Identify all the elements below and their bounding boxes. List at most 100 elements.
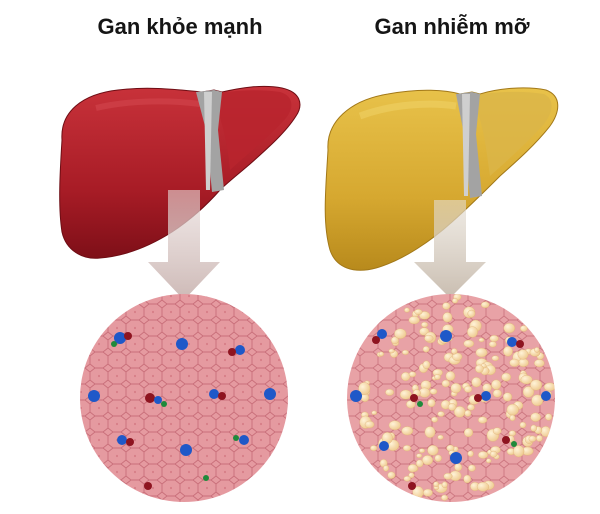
fat-droplet <box>434 374 441 380</box>
fat-droplet <box>467 403 475 411</box>
fat-droplet <box>394 328 407 339</box>
fat-droplet <box>463 474 472 484</box>
fat-droplet <box>419 448 426 454</box>
fat-droplet <box>519 421 527 429</box>
fat-droplet <box>414 308 423 315</box>
fat-droplet <box>441 494 449 501</box>
fat-droplet <box>437 434 444 440</box>
fat-droplet <box>450 383 462 394</box>
fat-droplet <box>544 413 553 421</box>
fat-droplet <box>503 323 516 334</box>
fat-droplet <box>489 450 498 458</box>
fat-droplet <box>488 341 497 348</box>
fat-droplet <box>404 307 410 313</box>
fat-droplet <box>454 463 463 472</box>
fat-droplet <box>478 337 485 343</box>
fat-droplet <box>427 444 439 456</box>
fat-droplet <box>431 416 438 423</box>
fat-droplet <box>445 371 456 381</box>
fat-droplet <box>399 389 412 400</box>
fatty-liver-label: Gan nhiễm mỡ <box>374 14 530 39</box>
fat-droplet <box>434 454 442 462</box>
fat-droplet <box>441 481 448 488</box>
fat-droplet <box>530 424 538 432</box>
healthy-liver-tissue <box>80 294 288 502</box>
fat-droplet <box>447 403 457 411</box>
fat-droplet <box>463 339 475 348</box>
fat-droplet <box>424 426 436 438</box>
fat-droplet <box>540 426 551 437</box>
fatty-liver-tissue <box>347 294 555 502</box>
fatty-liver <box>324 87 559 271</box>
fat-droplet <box>442 302 451 310</box>
fat-droplet <box>543 382 555 392</box>
fat-droplet <box>503 346 513 357</box>
fat-droplet <box>401 349 409 355</box>
fat-droplet <box>509 414 516 422</box>
fat-droplet <box>530 379 543 391</box>
fat-droplet <box>468 464 476 472</box>
fat-droplet <box>452 298 459 304</box>
fat-droplet <box>388 348 395 354</box>
fatty-arrow <box>414 200 486 298</box>
healthy-liver <box>59 85 301 259</box>
fat-droplet <box>422 455 434 466</box>
fat-droplet <box>491 355 499 362</box>
fat-droplet <box>427 398 436 408</box>
fat-droplet <box>402 445 412 452</box>
fat-droplet <box>534 359 545 368</box>
fatty-liver-ligament <box>456 92 482 198</box>
fat-droplet <box>442 312 453 323</box>
fat-droplet <box>509 358 520 367</box>
fat-droplet <box>464 385 473 393</box>
fat-droplet <box>421 321 429 328</box>
fat-droplet <box>467 309 476 318</box>
fat-droplet <box>480 301 490 309</box>
fat-droplet <box>378 351 385 357</box>
fat-droplet <box>486 458 492 464</box>
fat-droplet <box>520 375 533 385</box>
fat-droplet <box>482 383 492 393</box>
fat-droplet <box>406 400 416 409</box>
fat-droplet <box>492 389 502 398</box>
fat-droplet <box>422 360 431 369</box>
fat-droplet <box>531 394 544 407</box>
fat-droplet <box>383 465 390 472</box>
fat-droplet <box>502 392 513 402</box>
fat-droplet <box>471 377 482 388</box>
fat-droplet <box>467 326 478 338</box>
fat-droplet <box>415 459 424 468</box>
fat-droplet <box>463 428 474 438</box>
fat-droplet <box>520 325 528 332</box>
fat-droplet <box>408 371 417 378</box>
fat-droplet <box>491 379 502 390</box>
fat-droplet <box>408 316 420 325</box>
fatty-nuclei <box>350 329 551 490</box>
fat-droplet <box>534 347 540 353</box>
fat-droplet <box>530 412 541 422</box>
fat-droplet <box>433 481 439 488</box>
fat-droplet <box>370 445 378 451</box>
fat-droplet <box>506 403 519 416</box>
fat-droplet <box>478 451 489 459</box>
fat-droplet <box>513 445 525 458</box>
fat-droplet <box>536 434 543 442</box>
fat-droplet <box>451 348 458 355</box>
fat-droplet <box>416 453 423 459</box>
fat-droplet <box>475 364 484 373</box>
fat-droplet <box>478 416 488 424</box>
fat-droplet <box>371 410 378 415</box>
fat-droplet <box>528 435 537 442</box>
fat-droplet <box>390 336 399 345</box>
healthy-liver-ligament <box>196 90 224 192</box>
fat-droplet <box>429 388 438 395</box>
fat-droplet <box>422 346 430 353</box>
fat-droplet <box>467 450 474 457</box>
fat-droplet <box>422 488 433 497</box>
fat-droplet <box>401 426 414 436</box>
fat-droplet <box>492 427 502 435</box>
fat-droplet <box>501 372 512 382</box>
fat-droplet <box>401 372 411 382</box>
fat-droplet <box>464 409 472 417</box>
